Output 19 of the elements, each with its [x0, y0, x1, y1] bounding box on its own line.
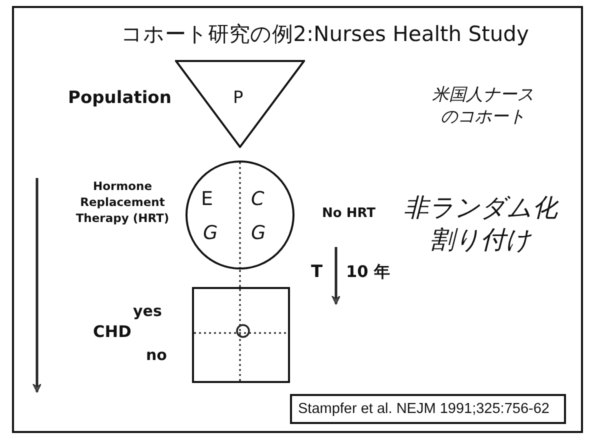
time-label: 10 年 — [346, 262, 390, 283]
connector-line — [239, 270, 241, 287]
population-label: Population — [68, 88, 172, 108]
time-label: T — [311, 262, 323, 282]
group-letter: E — [201, 188, 214, 210]
triangle-label: P — [233, 88, 244, 108]
note-text: 非ランダム化割り付け — [402, 192, 560, 256]
citation-box — [290, 394, 566, 424]
row-label: no — [146, 346, 167, 364]
row-label: yes — [133, 302, 162, 320]
citation-text: Stampfer et al. NEJM 1991;325:756-62 — [298, 401, 550, 417]
row-label: CHD — [93, 322, 132, 341]
group-label: Hormone Replacement Therapy (HRT) — [74, 178, 170, 226]
group-letter: G — [251, 222, 266, 244]
group-letter: C — [251, 188, 264, 210]
group-label: No HRT — [322, 206, 376, 221]
slide-title: コホート研究の例2:Nurses Health Study — [120, 21, 530, 48]
group-letter: G — [203, 222, 218, 244]
note-text: 米国人ナースのコホート — [431, 84, 535, 128]
